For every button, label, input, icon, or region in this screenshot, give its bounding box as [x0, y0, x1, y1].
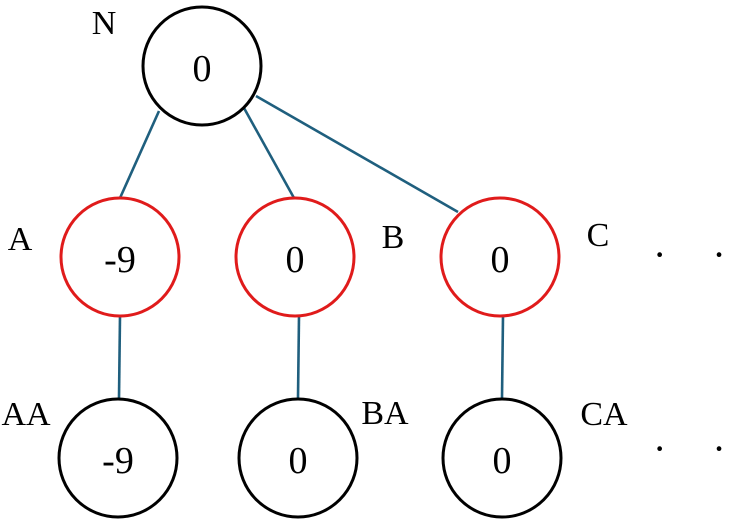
- node-ba-label: BA: [361, 395, 409, 432]
- node-ba: 0 BA: [237, 395, 409, 519]
- node-ca: 0 CA: [441, 396, 628, 519]
- node-a: -9 A: [8, 196, 181, 318]
- node-a-value: -9: [104, 239, 136, 281]
- continuation-dots-level1: · · ·: [653, 232, 756, 277]
- edge-c-ca: [500, 315, 505, 399]
- node-ca-label: CA: [580, 396, 628, 433]
- continuation-dots-level2: · · ·: [653, 426, 756, 471]
- node-n-label: N: [92, 5, 117, 42]
- node-n-value: 0: [193, 48, 212, 90]
- node-c-value: 0: [491, 239, 510, 281]
- node-aa: -9 AA: [1, 396, 179, 519]
- node-a-label: A: [8, 221, 33, 258]
- node-ba-value: 0: [289, 440, 308, 482]
- edge-a-aa: [117, 315, 122, 399]
- edge-n-b: [242, 107, 296, 199]
- node-aa-label: AA: [1, 396, 51, 433]
- node-c-label: C: [587, 217, 610, 254]
- node-b-label: B: [382, 219, 405, 256]
- node-aa-value: -9: [102, 440, 134, 482]
- edge-n-a: [118, 110, 161, 199]
- node-b-value: 0: [286, 239, 305, 281]
- node-ca-value: 0: [493, 440, 512, 482]
- node-b: 0 B: [234, 196, 405, 318]
- edge-b-ba: [296, 315, 301, 399]
- edge-n-c: [255, 94, 459, 214]
- node-c: 0 C: [439, 196, 610, 318]
- node-n: 0 N: [92, 5, 263, 127]
